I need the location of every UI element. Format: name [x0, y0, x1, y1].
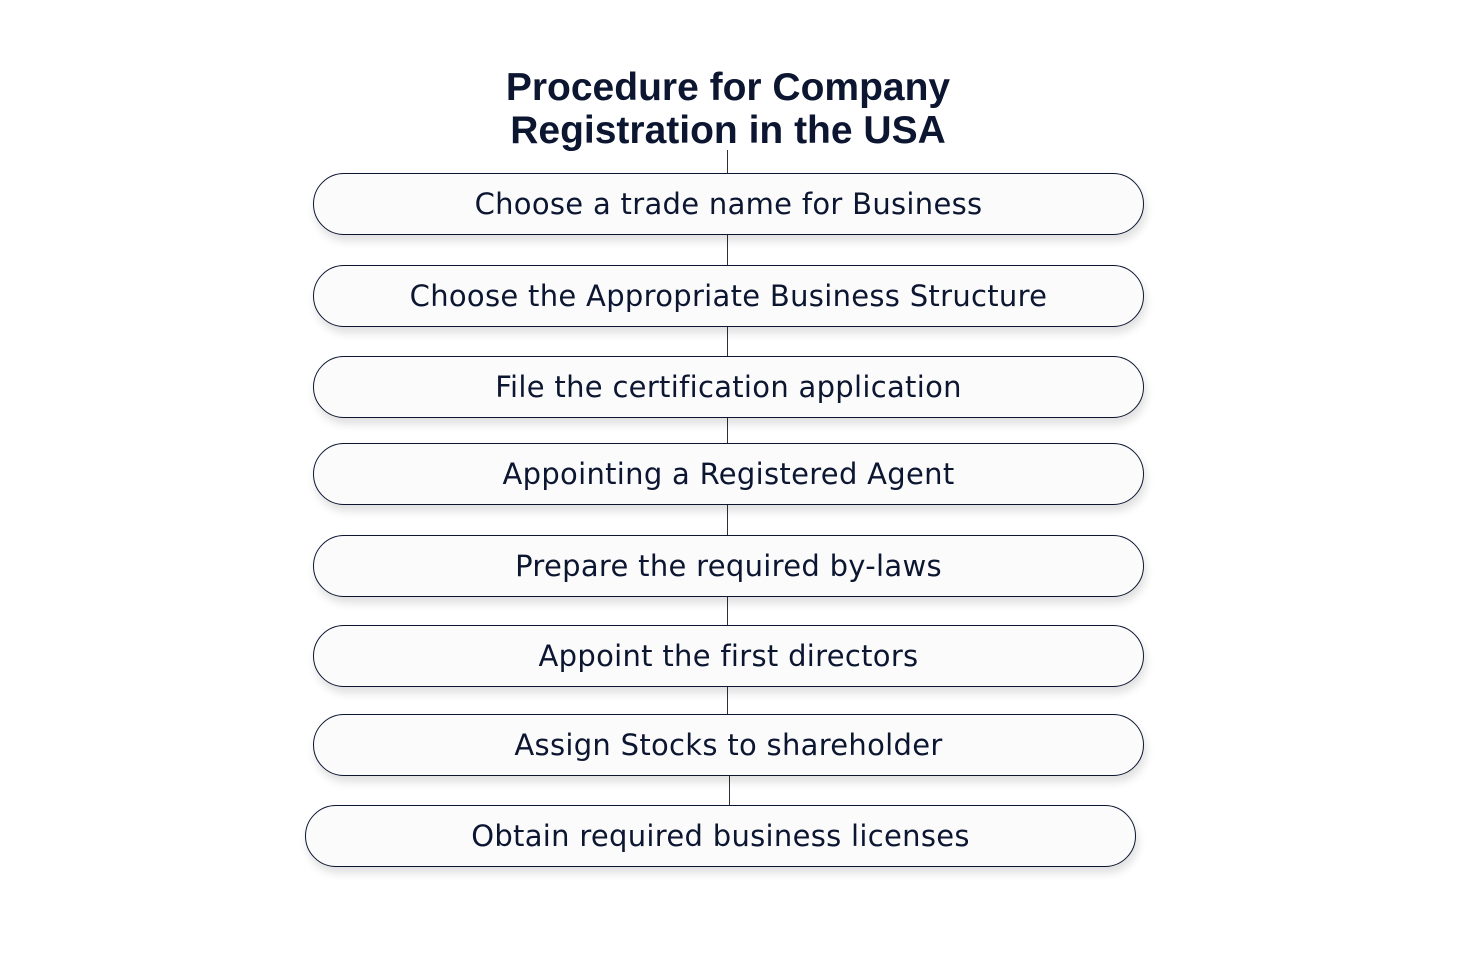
step-5-box: Prepare the required by-laws [313, 535, 1144, 597]
step-2-box: Choose the Appropriate Business Structur… [313, 265, 1144, 327]
step-8-box: Obtain required business licenses [305, 805, 1136, 867]
step-3-label: File the certification application [495, 370, 962, 404]
step-3-box: File the certification application [313, 356, 1144, 418]
connector-title-to-step-1 [727, 150, 728, 174]
connector-step-4-to-5 [727, 505, 728, 536]
step-7-box: Assign Stocks to shareholder [313, 714, 1144, 776]
step-2-label: Choose the Appropriate Business Structur… [409, 279, 1048, 313]
step-4-label: Appointing a Registered Agent [502, 457, 955, 491]
connector-step-7-to-8 [729, 776, 730, 806]
step-6-box: Appoint the first directors [313, 625, 1144, 687]
connector-step-1-to-2 [727, 235, 728, 266]
step-1-label: Choose a trade name for Business [474, 187, 983, 221]
diagram-title: Procedure for Company Registration in th… [428, 66, 1028, 152]
title-line-1: Procedure for Company [505, 66, 951, 109]
step-1-box: Choose a trade name for Business [313, 173, 1144, 235]
connector-step-6-to-7 [727, 687, 728, 715]
step-8-label: Obtain required business licenses [471, 819, 970, 853]
step-4-box: Appointing a Registered Agent [313, 443, 1144, 505]
connector-step-5-to-6 [727, 597, 728, 626]
step-6-label: Appoint the first directors [538, 639, 919, 673]
step-7-label: Assign Stocks to shareholder [514, 728, 943, 762]
connector-step-3-to-4 [727, 418, 728, 444]
step-5-label: Prepare the required by-laws [515, 549, 942, 583]
connector-step-2-to-3 [727, 327, 728, 357]
title-line-2: Registration in the USA [510, 109, 946, 152]
